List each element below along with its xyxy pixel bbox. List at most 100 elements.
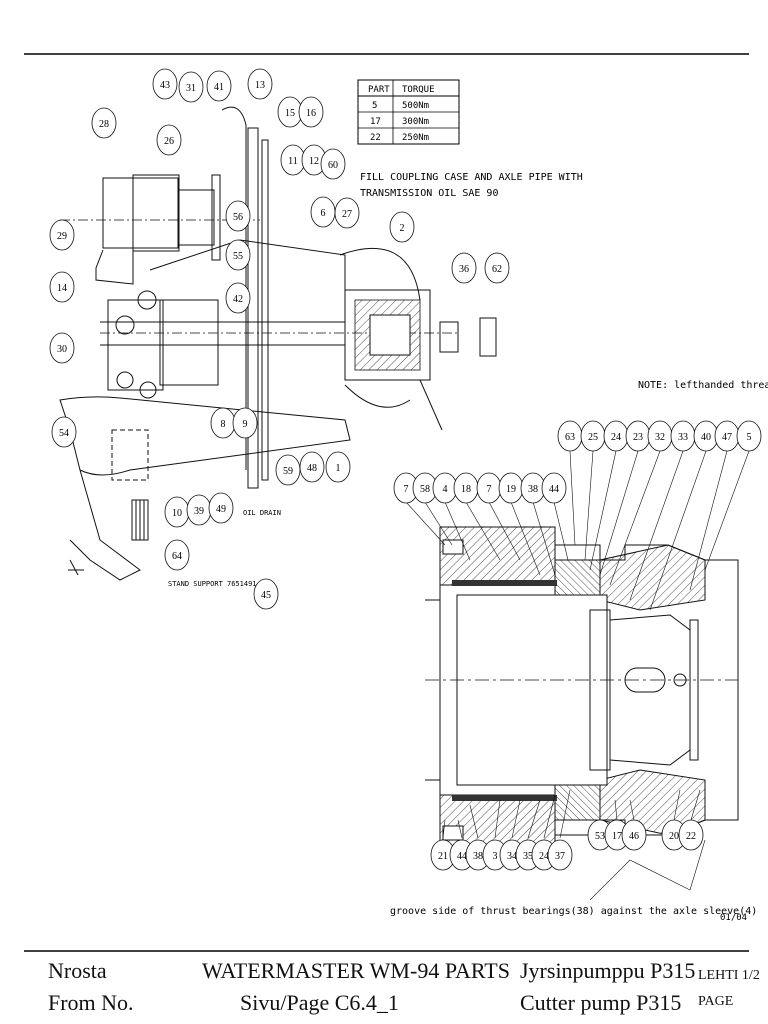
balloon-upper: 42 — [225, 282, 251, 314]
balloon-section-top: 38 — [520, 472, 546, 504]
balloon-label: 38 — [528, 484, 538, 495]
balloon-label: 24 — [611, 432, 621, 443]
balloon-upper: 11 — [280, 144, 306, 176]
fill-note-line2: TRANSMISSION OIL SAE 90 — [360, 188, 498, 199]
balloon-label: 38 — [473, 851, 483, 862]
balloon-label: 13 — [255, 80, 265, 91]
balloon-label: 28 — [99, 119, 109, 130]
balloon-section-top: 7 — [393, 472, 419, 504]
balloon-upper: 59 — [275, 454, 301, 486]
balloon-section-top: 44 — [541, 472, 567, 504]
balloon-label: 54 — [59, 428, 69, 439]
balloon-section-top: 32 — [647, 420, 673, 452]
balloon-label: 23 — [633, 432, 643, 443]
balloon-label: 39 — [194, 506, 204, 517]
stand-support-label: STAND SUPPORT 7651491 — [168, 580, 257, 588]
balloon-upper: 8 — [210, 407, 236, 439]
balloon-section-top: 63 — [557, 420, 583, 452]
balloon-label: 22 — [686, 831, 696, 842]
balloon-label: 7 — [404, 484, 409, 495]
torque-table: PART TORQUE 5 500Nm 17 300Nm 22 250Nm — [357, 79, 460, 145]
balloon-label: 42 — [233, 294, 243, 305]
balloon-upper: 16 — [298, 96, 324, 128]
balloon-label: 29 — [57, 231, 67, 242]
balloon-upper: 30 — [49, 332, 75, 364]
balloon-label: 11 — [288, 156, 298, 167]
torque-cell: 500Nm — [402, 101, 429, 111]
footer-company: Nrosta — [48, 958, 107, 983]
balloon-upper: 6 — [310, 196, 336, 228]
balloon-label: 49 — [216, 504, 226, 515]
cutter-pump-section — [425, 526, 739, 854]
balloon-upper: 27 — [334, 197, 360, 229]
balloon-upper: 45 — [253, 578, 279, 610]
drawing-date: 01/04 — [720, 913, 747, 923]
torque-cell: 300Nm — [402, 117, 429, 127]
balloon-label: 58 — [420, 484, 430, 495]
balloon-upper: 10 — [164, 496, 190, 528]
footer-en-name: Cutter pump P315 — [520, 990, 682, 1015]
balloon-label: 45 — [261, 590, 271, 601]
torque-cell: 250Nm — [402, 133, 429, 143]
balloon-label: 2 — [400, 223, 405, 234]
balloon-label: 18 — [461, 484, 471, 495]
balloon-upper: 41 — [206, 70, 232, 102]
balloon-label: 26 — [164, 136, 174, 147]
balloon-section-top: 5 — [736, 420, 762, 452]
balloon-upper: 55 — [225, 239, 251, 271]
torque-cell: 22 — [370, 133, 381, 143]
balloon-upper: 49 — [208, 492, 234, 524]
balloon-label: 63 — [565, 432, 575, 443]
balloon-label: 37 — [555, 851, 565, 862]
balloon-label: 59 — [283, 466, 293, 477]
balloon-section-top: 47 — [714, 420, 740, 452]
balloon-upper: 48 — [299, 451, 325, 483]
balloon-label: 60 — [328, 160, 338, 171]
balloon-label: 47 — [722, 432, 732, 443]
balloon-label: 34 — [507, 851, 517, 862]
balloon-label: 8 — [221, 419, 226, 430]
balloon-label: 9 — [243, 419, 248, 430]
fill-note-line1: FILL COUPLING CASE AND AXLE PIPE WITH — [360, 172, 583, 183]
balloon-upper: 56 — [225, 200, 251, 232]
balloon-section-bottom: 3 — [482, 839, 508, 871]
balloon-label: 46 — [629, 831, 639, 842]
balloon-label: 14 — [57, 283, 67, 294]
balloon-label: 4 — [443, 484, 448, 495]
balloon-upper: 54 — [51, 416, 77, 448]
balloon-label: 36 — [459, 264, 469, 275]
torque-cell: 17 — [370, 117, 381, 127]
balloon-upper: 39 — [186, 494, 212, 526]
balloon-upper: 60 — [320, 148, 346, 180]
balloon-label: 19 — [506, 484, 516, 495]
balloon-label: 27 — [342, 209, 352, 220]
balloon-section-bottom: 46 — [621, 819, 647, 851]
balloon-upper: 28 — [91, 107, 117, 139]
balloon-label: 35 — [523, 851, 533, 862]
section-leaders — [405, 450, 750, 901]
balloon-upper: 62 — [484, 252, 510, 284]
balloon-label: 64 — [172, 551, 182, 562]
balloon-section-top: 4 — [432, 472, 458, 504]
balloon-section-top: 23 — [625, 420, 651, 452]
balloon-upper: 64 — [164, 539, 190, 571]
footer-page-ref: Sivu/Page C6.4_1 — [240, 990, 399, 1015]
footer-title: WATERMASTER WM-94 PARTS — [202, 958, 510, 983]
oil-drain-label: OIL DRAIN — [243, 509, 281, 517]
balloon-label: 40 — [701, 432, 711, 443]
balloon-label: 48 — [307, 463, 317, 474]
balloon-label: 31 — [186, 83, 196, 94]
balloon-label: 25 — [588, 432, 598, 443]
footer-fi-name: Jyrsinpumppu P315 — [520, 958, 696, 983]
balloon-upper: 2 — [389, 211, 415, 243]
balloon-upper: 31 — [178, 71, 204, 103]
torque-cell: 5 — [372, 101, 377, 111]
balloon-section-top: 19 — [498, 472, 524, 504]
lefthanded-note: NOTE: lefthanded thread — [638, 380, 768, 391]
balloon-label: 17 — [612, 831, 622, 842]
groove-note: groove side of thrust bearings(38) again… — [390, 906, 757, 917]
torque-header-part: PART — [368, 85, 390, 95]
balloon-section-top: 18 — [453, 472, 479, 504]
